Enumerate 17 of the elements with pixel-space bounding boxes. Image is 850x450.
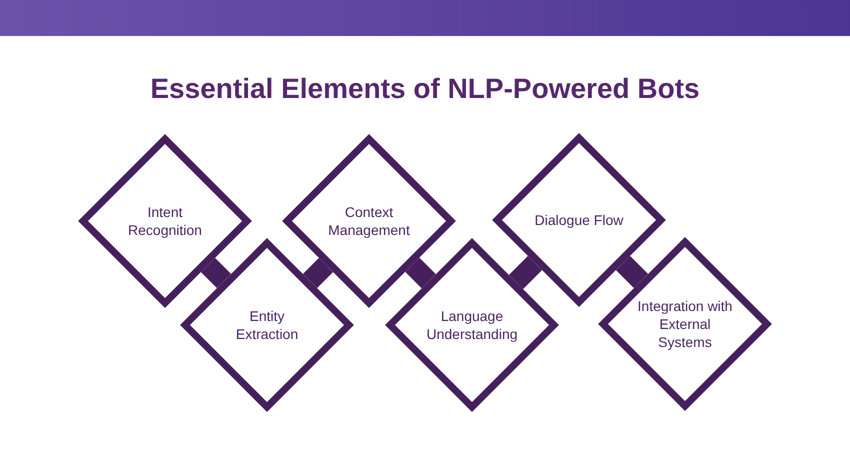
- connector-bar: [200, 258, 232, 288]
- diamond-node: [282, 134, 456, 308]
- connector-bar: [405, 258, 436, 288]
- node-label: Context Management: [327, 203, 411, 239]
- connector-bar: [616, 256, 648, 288]
- diamond-node: [78, 134, 252, 308]
- node-label: Intent Recognition: [127, 203, 203, 239]
- diamond-node: [385, 238, 559, 412]
- diamond-node: [598, 237, 772, 411]
- connector-bar: [302, 258, 334, 288]
- connector-bar: [508, 256, 542, 290]
- node-label: Language Understanding: [425, 307, 519, 343]
- node-label: Integration with External Systems: [637, 297, 733, 351]
- node-label: Entity Extraction: [234, 307, 300, 343]
- diamond-node: [180, 238, 354, 412]
- diagram-title: Essential Elements of NLP-Powered Bots: [150, 72, 700, 106]
- node-label: Dialogue Flow: [534, 211, 624, 229]
